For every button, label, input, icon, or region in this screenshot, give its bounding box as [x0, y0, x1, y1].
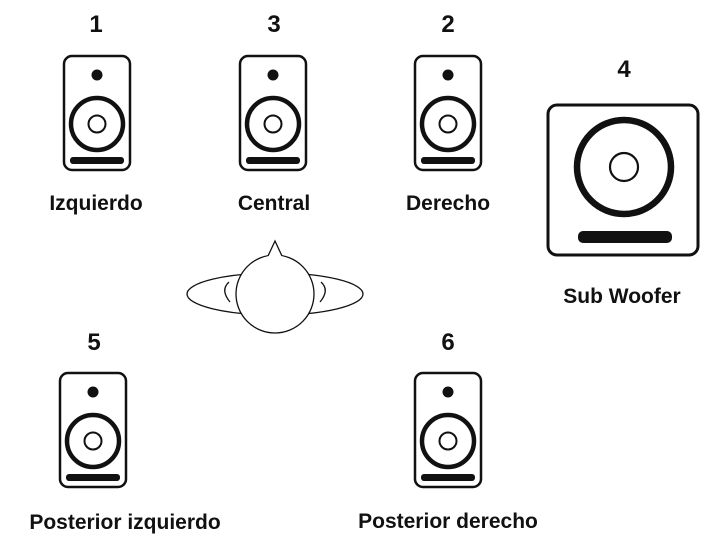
speaker-icon-rear-right: [413, 371, 483, 489]
speaker-label-subwoofer: Sub Woofer: [563, 285, 681, 308]
speaker-label-rear-right: Posterior derecho: [358, 510, 538, 533]
subwoofer-icon: [546, 103, 704, 257]
speaker-icon-center: [238, 54, 308, 172]
speaker-label-center: Central: [237, 192, 311, 215]
speaker-icon-rear-left: [58, 371, 128, 489]
speaker-number-3: 3: [267, 11, 281, 38]
speaker-number-4: 4: [617, 56, 631, 83]
speaker-icon-left: [62, 54, 132, 172]
speaker-icon-right: [413, 54, 483, 172]
speaker-number-1: 1: [89, 11, 103, 38]
speaker-label-right: Derecho: [405, 192, 491, 215]
speaker-label-left: Izquierdo: [49, 192, 143, 215]
speaker-number-2: 2: [441, 11, 455, 38]
speaker-number-5: 5: [87, 329, 101, 356]
listener-head-icon: [184, 238, 366, 336]
speaker-number-6: 6: [441, 329, 455, 356]
speaker-label-rear-left: Posterior izquierdo: [29, 511, 221, 534]
